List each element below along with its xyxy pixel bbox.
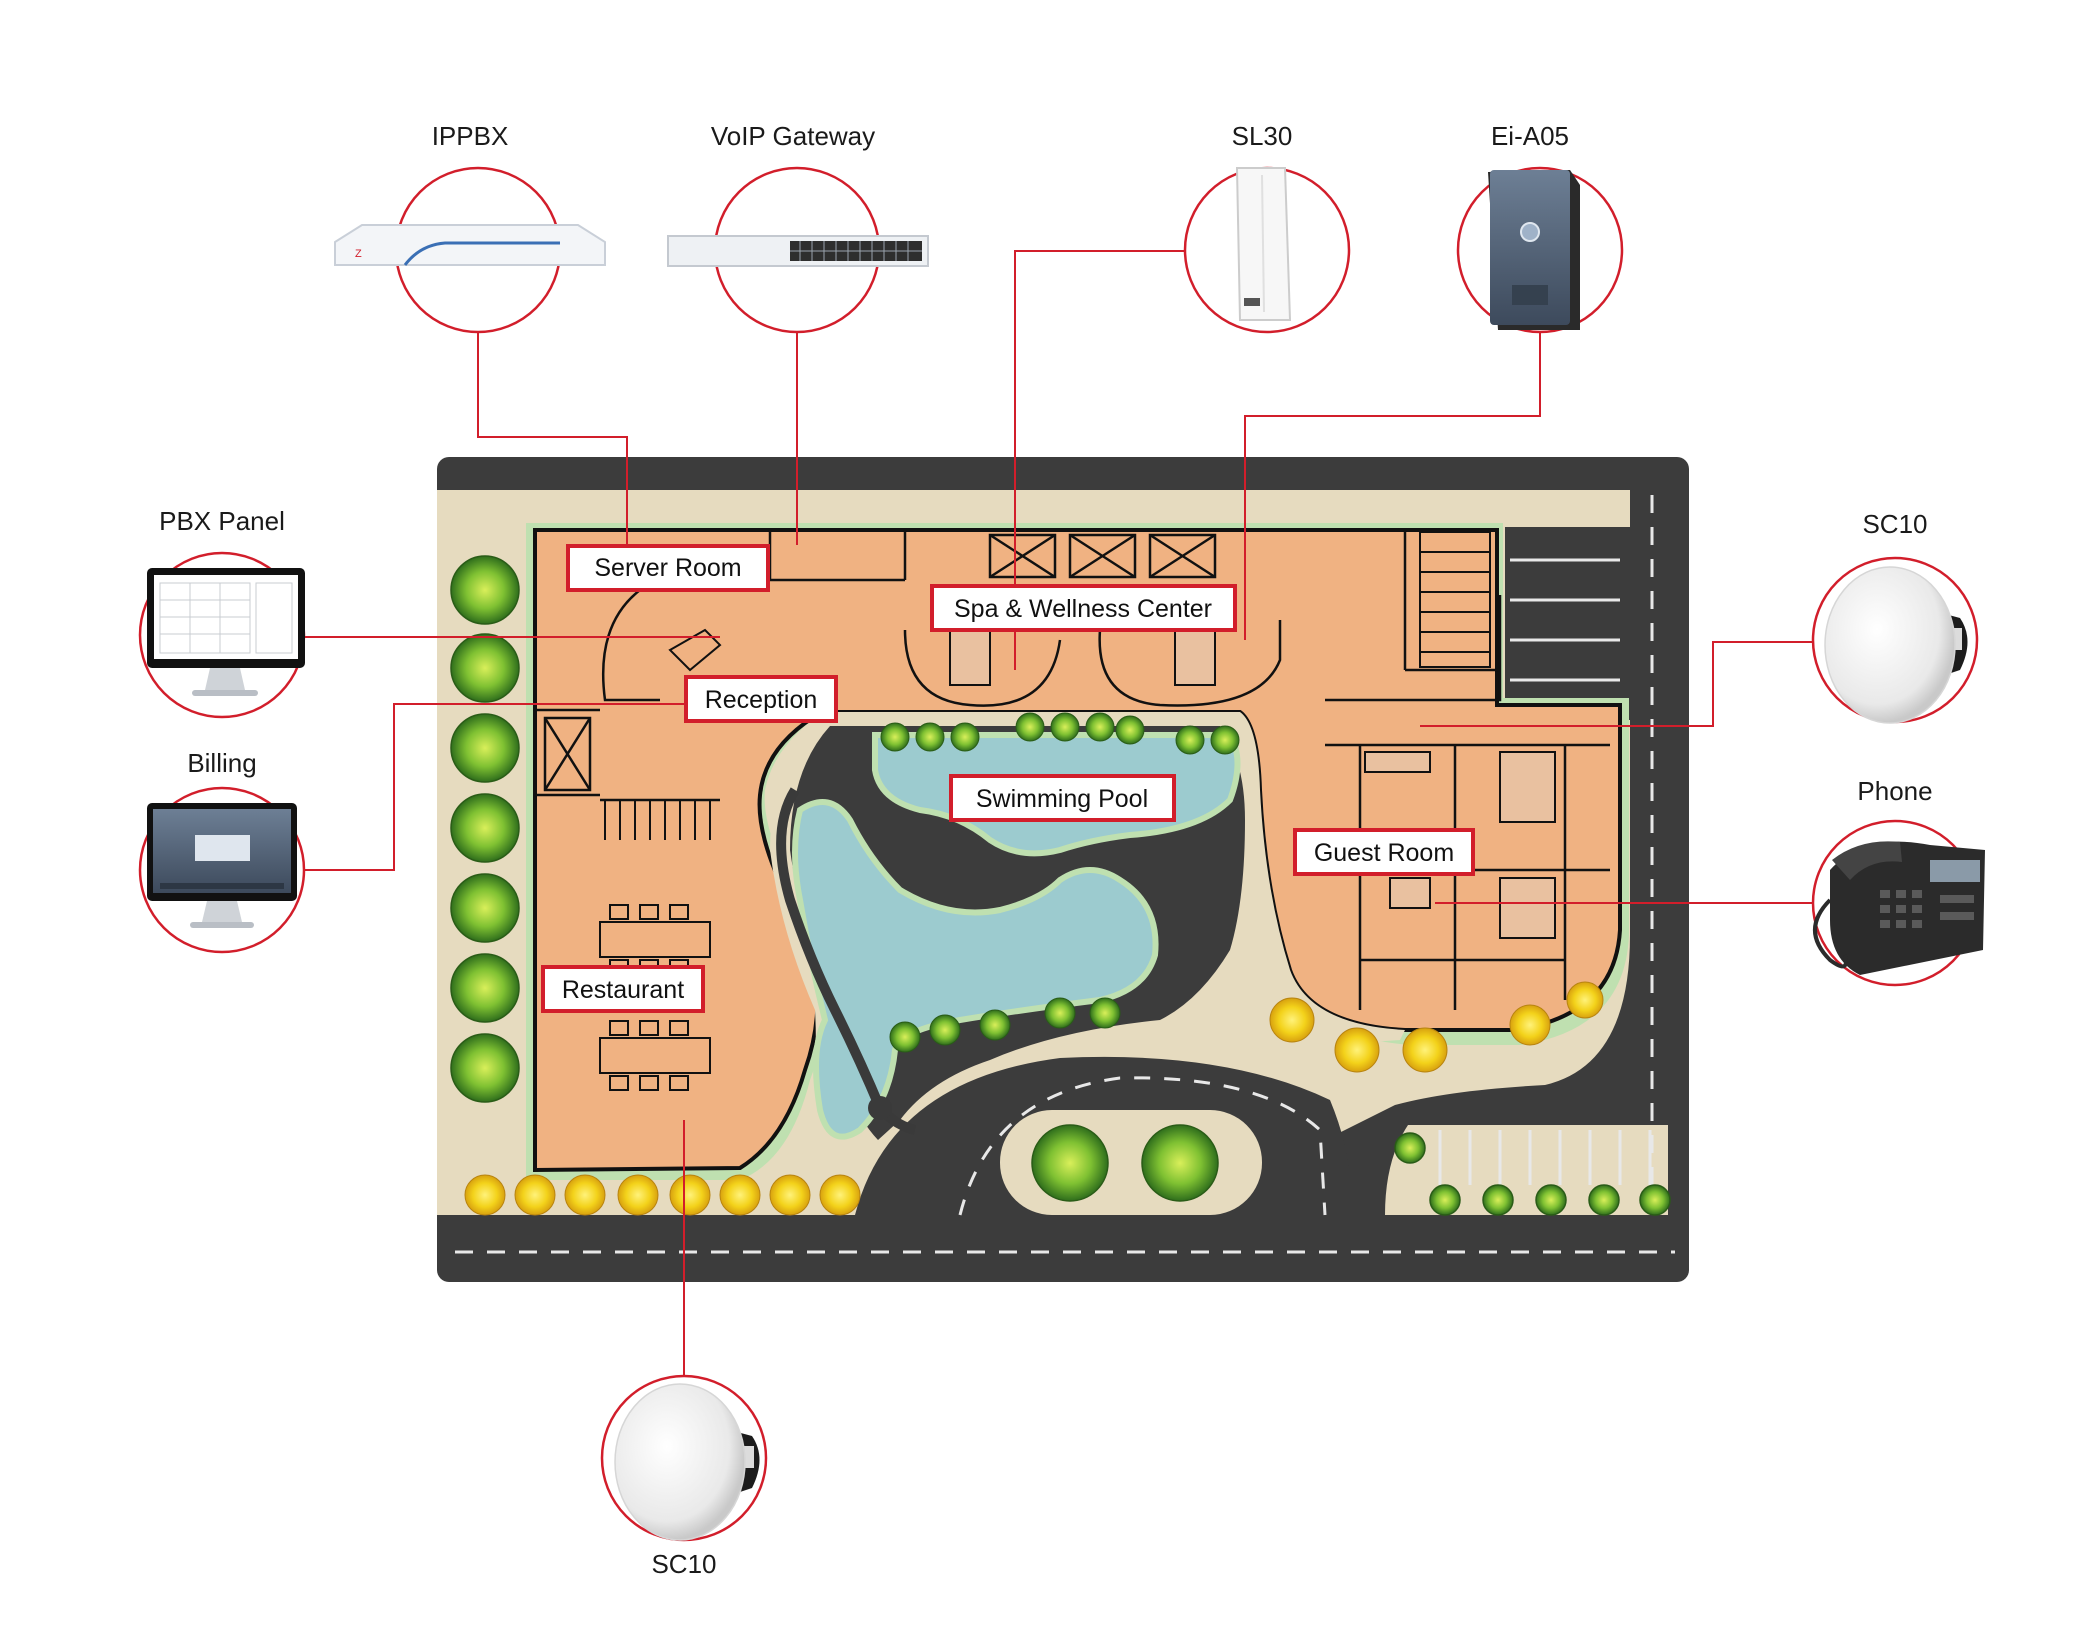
pool-lower	[792, 799, 1159, 1140]
guest-room-label: Guest Room	[1314, 839, 1454, 867]
shrubs-left	[450, 555, 520, 1103]
device-voip-gateway[interactable]: VoIP Gateway	[667, 121, 929, 334]
desktop-monitor-icon	[147, 803, 297, 928]
area-label-guest-room: Guest Room	[1293, 828, 1475, 876]
guest-beds	[949, 629, 1556, 939]
ceiling-speaker-icon	[614, 1383, 760, 1541]
sl30-connector	[1014, 250, 1187, 670]
desktop-monitor-icon	[147, 568, 305, 696]
parking-bottom	[1438, 1130, 1652, 1185]
restaurant-tables	[599, 904, 711, 1091]
sc10-bottom-label: SC10	[651, 1549, 716, 1579]
device-ei-a05[interactable]: Ei-A05	[1456, 121, 1624, 334]
restaurant-label: Restaurant	[562, 976, 684, 1004]
swimming-pool-label: Swimming Pool	[976, 785, 1148, 813]
ippbx-label: IPPBX	[432, 121, 509, 151]
shrubs-island	[1031, 1124, 1671, 1216]
parking-top	[1510, 558, 1620, 682]
desk-phone-icon	[1813, 841, 1985, 975]
voip-gateway-label: VoIP Gateway	[711, 121, 875, 151]
spa-label: Spa & Wellness Center	[954, 595, 1212, 623]
elevator-stack	[1419, 531, 1491, 668]
area-label-swimming-pool: Swimming Pool	[949, 774, 1176, 822]
slide-end	[868, 1096, 892, 1120]
area-label-restaurant: Restaurant	[541, 965, 705, 1013]
ceiling-speaker-icon	[1824, 566, 1968, 724]
driveway-dash	[958, 1076, 1327, 1216]
site-plan	[437, 457, 1689, 1282]
server-room-label: Server Room	[594, 554, 741, 582]
pbx-panel-label: PBX Panel	[159, 506, 285, 536]
intercom-panel-icon	[1488, 170, 1580, 330]
storage-boxes	[543, 533, 1217, 792]
reception-label: Reception	[705, 686, 818, 714]
network-switch-icon	[667, 235, 929, 267]
column-speaker-icon	[1235, 167, 1292, 321]
area-label-server-room: Server Room	[566, 544, 770, 592]
device-sl30[interactable]: SL30	[1183, 121, 1351, 334]
billing-label: Billing	[187, 748, 256, 778]
area-label-spa: Spa & Wellness Center	[930, 584, 1237, 632]
sc10-right-connector	[1420, 641, 1814, 727]
device-sc10-bottom[interactable]: SC10	[600, 1374, 768, 1579]
staircase	[604, 800, 711, 840]
area-label-reception: Reception	[684, 675, 838, 723]
sl30-label: SL30	[1232, 121, 1293, 151]
phone-label: Phone	[1857, 776, 1932, 806]
rack-router-icon: Z	[334, 224, 606, 266]
device-pbx-panel[interactable]: PBX Panel	[138, 506, 306, 719]
device-sc10-right[interactable]: SC10	[1811, 509, 1979, 724]
ei-a05-label: Ei-A05	[1491, 121, 1569, 151]
parking-sand	[1385, 1125, 1668, 1215]
svg-text:Z: Z	[355, 248, 362, 260]
ei-a05-connector	[1244, 333, 1541, 640]
billing-connector	[305, 703, 690, 871]
connector-lines	[305, 250, 1814, 1376]
flower-beds	[464, 981, 1604, 1216]
ippbx-connector	[477, 333, 628, 545]
device-ippbx[interactable]: IPPBX Z	[334, 121, 606, 334]
sc10-right-label: SC10	[1862, 509, 1927, 539]
device-phone[interactable]: Phone	[1811, 776, 1985, 987]
shrubs-pool	[880, 712, 1240, 1053]
device-billing[interactable]: Billing	[138, 748, 306, 954]
